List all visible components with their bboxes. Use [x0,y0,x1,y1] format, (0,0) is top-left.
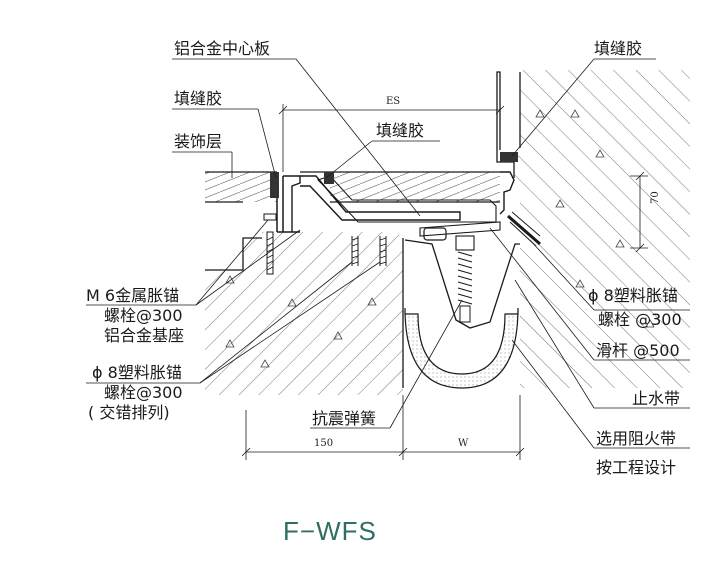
right-sealant-strip [500,152,518,162]
label-anchor-m6-line2: 螺栓@300 [104,306,183,325]
label-waterstop: 止水带 [632,389,681,408]
label-slide-bar: 滑杆 @500 [596,341,680,360]
label-plastic-anchor-left-line2: 螺栓@300 [104,383,183,402]
label-plastic-anchor-left-line1: ϕ 8塑料胀锚 [92,363,182,382]
left-sealant-strip [270,172,279,198]
label-aluminum-base: 铝合金基座 [104,326,185,345]
center-plate [300,171,500,223]
mid-sealant-strip [324,172,334,184]
dimension-70: 70 [650,191,661,204]
waterstop-fire-barrier [404,239,520,389]
label-plastic-anchor-left-line3: ( 交错排列) [88,403,170,422]
label-sealant-left: 填缝胶 [174,89,223,108]
label-sealant-mid: 填缝胶 [376,121,425,140]
label-plastic-anchor-right-line2: 螺栓 @300 [598,310,682,329]
label-fire-barrier: 选用阻火带 [596,429,677,448]
anti-seismic-spring [455,235,475,323]
m6-anchor-bolt [263,213,277,275]
aluminum-base [270,172,301,233]
plastic-anchor-screws-left [351,236,387,266]
leader-lines [86,58,690,449]
dimension-es: ES [386,96,401,107]
label-plastic-anchor-right-line1: ϕ 8塑料胀锚 [588,286,678,305]
right-wall [496,70,690,388]
label-decor-layer: 装饰层 [174,132,223,151]
drawing-title: F−WFS [283,516,377,546]
label-anti-seismic-spring: 抗震弹簧 [312,409,377,428]
label-sealant-top-right: 填缝胶 [594,39,643,58]
label-center-plate: 铝合金中心板 [174,39,271,58]
dimension-150: 150 [314,438,334,449]
dimension-w: W [458,438,469,449]
decoration-layer [205,171,277,203]
dimension-lines [241,104,648,460]
label-anchor-m6-line1: M 6金属胀锚 [86,286,180,305]
label-per-project: 按工程设计 [596,458,677,477]
